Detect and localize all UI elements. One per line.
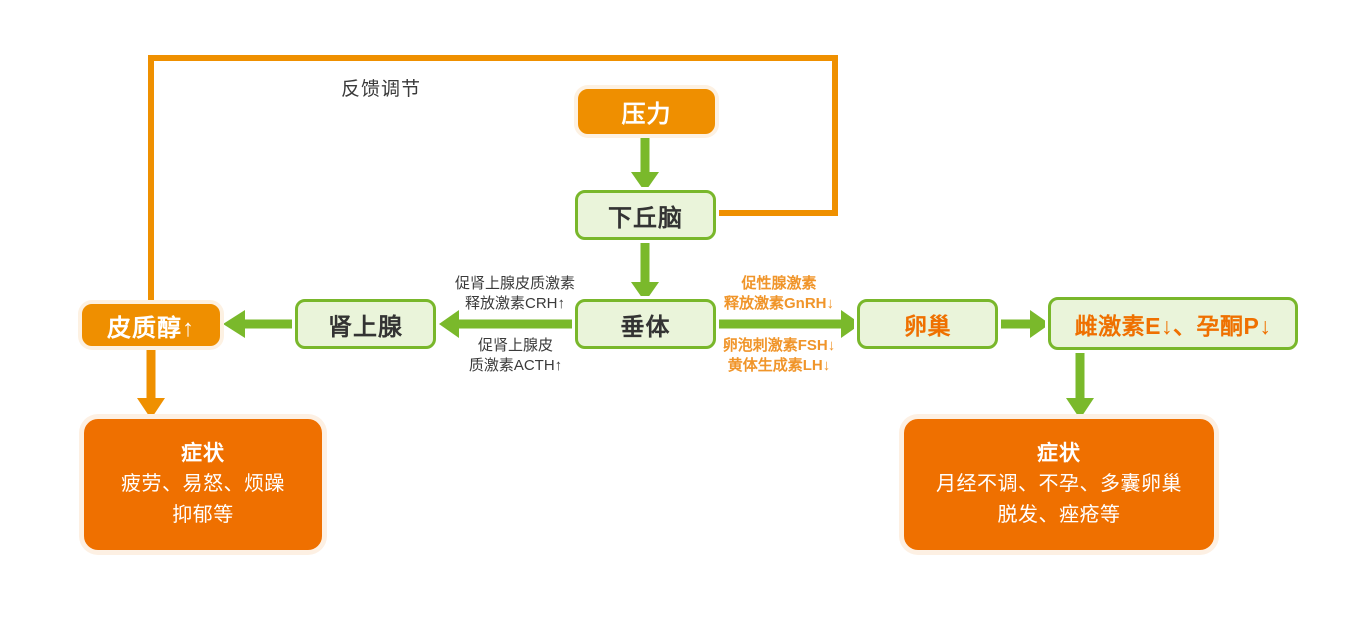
ovary-to-sex-hormones-arrow <box>998 310 1050 338</box>
edge-label-gnrh: 促性腺激素 释放激素GnRH↓ <box>724 275 834 312</box>
node-pituitary[interactable]: 垂体 <box>575 299 716 349</box>
node-stress-label: 压力 <box>621 101 672 128</box>
feedback-loop-label: 反馈调节 <box>341 79 422 100</box>
symptom-left-body: 疲劳、易怒、烦躁 抑郁等 <box>121 472 285 526</box>
node-adrenal[interactable]: 肾上腺 <box>295 299 436 349</box>
symptom-right-body: 月经不调、不孕、多囊卵巢 脱发、痤疮等 <box>936 472 1182 526</box>
node-cortisol[interactable]: 皮质醇↑ <box>82 304 220 346</box>
pituitary-to-ovary-arrow <box>715 310 861 338</box>
sex-hormones-to-symptom-arrow <box>1066 350 1094 419</box>
node-adrenal-label: 肾上腺 <box>328 313 403 341</box>
feedback-loop-arrow <box>148 55 838 304</box>
node-hypothalamus[interactable]: 下丘脑 <box>575 190 716 240</box>
node-cortisol-label: 皮质醇↑ <box>107 314 195 342</box>
cortisol-to-symptom-arrow <box>137 346 165 419</box>
edge-label-acth: 促肾上腺皮 质激素ACTH↑ <box>468 337 563 374</box>
edge-label-fsh-lh: 卵泡刺激素FSH↓ 黄体生成素LH↓ <box>722 337 836 374</box>
node-sex-hormones-label: 雌激素E↓、孕酮P↓ <box>1074 312 1272 339</box>
symptom-box-left[interactable]: 症状 疲劳、易怒、烦躁 抑郁等 <box>84 419 322 550</box>
adrenal-to-cortisol-arrow <box>223 310 295 338</box>
node-stress[interactable]: 压力 <box>578 89 715 134</box>
node-ovary-label: 卵巢 <box>904 313 951 339</box>
node-pituitary-label: 垂体 <box>620 313 671 341</box>
pituitary-to-adrenal-arrow <box>439 310 575 338</box>
symptom-box-right[interactable]: 症状 月经不调、不孕、多囊卵巢 脱发、痤疮等 <box>904 419 1214 550</box>
symptom-right-title: 症状 <box>1037 441 1081 465</box>
stress-to-hypothalamus-arrow <box>631 134 659 192</box>
edge-label-crh: 促肾上腺皮质激素 释放激素CRH↑ <box>454 275 575 312</box>
hypothalamus-to-pituitary-arrow <box>631 240 659 302</box>
node-ovary[interactable]: 卵巢 <box>857 299 998 349</box>
node-hypothalamus-label: 下丘脑 <box>608 204 683 232</box>
symptom-left-title: 症状 <box>181 441 225 465</box>
node-sex-hormones[interactable]: 雌激素E↓、孕酮P↓ <box>1048 297 1298 350</box>
